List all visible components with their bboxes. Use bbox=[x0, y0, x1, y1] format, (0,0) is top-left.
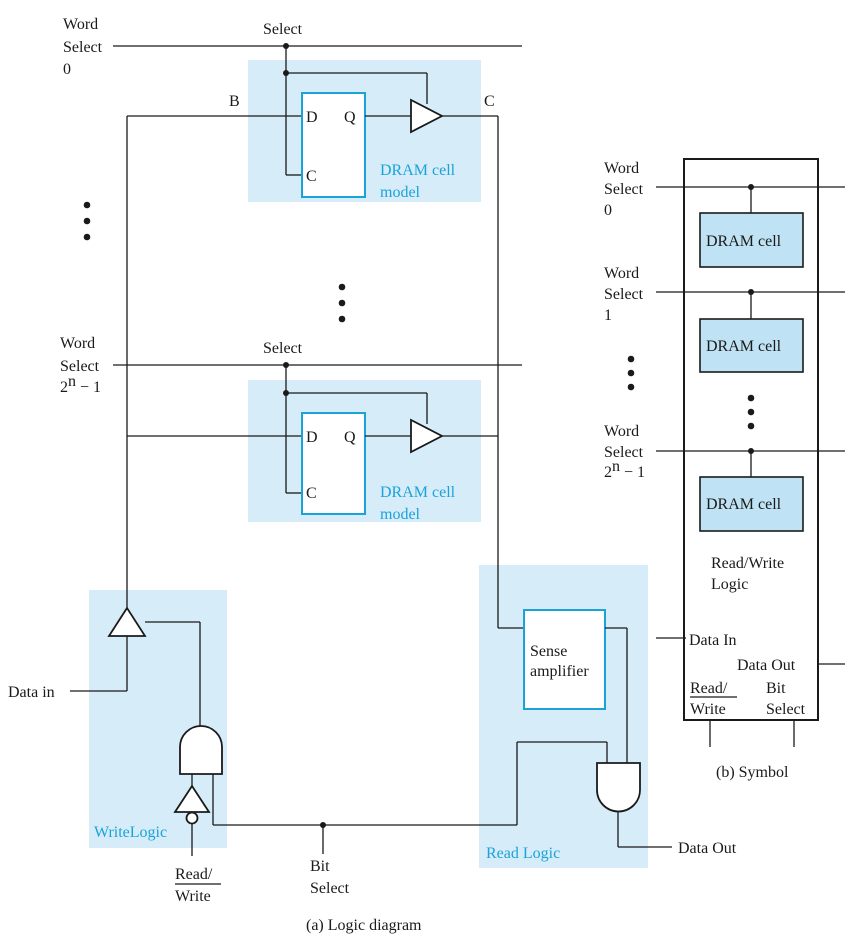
ff-d-label-top: D bbox=[306, 109, 318, 126]
inverter-bubble bbox=[185, 811, 199, 825]
symbol-rw-logic-2: Logic bbox=[711, 576, 748, 593]
ff-c-label-bottom: C bbox=[306, 485, 317, 502]
ff-d-label-bottom: D bbox=[306, 429, 318, 446]
bit-select-label-2: Select bbox=[310, 880, 350, 897]
symbol-word-line-1 bbox=[656, 289, 845, 319]
word-select-last-select: Select bbox=[60, 358, 100, 375]
symbol-index-1: 1 bbox=[604, 307, 612, 324]
bit-line-read bbox=[442, 115, 524, 629]
word-select-0-word: Word bbox=[63, 16, 98, 33]
ellipsis-left bbox=[83, 201, 91, 241]
node-c-label: C bbox=[484, 93, 495, 110]
ff-c-label-top: C bbox=[306, 168, 317, 185]
symbol-dram-cell-last bbox=[699, 476, 804, 532]
word-select-last-word: Word bbox=[60, 335, 95, 352]
dram-cell-flip-flop-bottom bbox=[301, 412, 366, 515]
dram-cell-flip-flop-top bbox=[301, 92, 366, 198]
word-select-line-last bbox=[113, 362, 522, 494]
tri-state-buffer-top bbox=[410, 98, 444, 134]
sense-amplifier bbox=[523, 609, 606, 710]
symbol-word-0: Word bbox=[604, 160, 639, 177]
symbol-index-last: 2n − 1 bbox=[604, 458, 645, 481]
data-out-label: Data Out bbox=[678, 840, 737, 857]
tri-state-buffer-bottom bbox=[410, 418, 444, 454]
symbol-select-1: Select bbox=[604, 286, 644, 303]
symbol-dram-cell-1 bbox=[699, 318, 804, 373]
bit-line-write bbox=[126, 115, 302, 608]
write-and-gate bbox=[179, 725, 223, 775]
cell-model-label-top-1: DRAM cell bbox=[380, 162, 456, 179]
symbol-cell-label-0: DRAM cell bbox=[706, 233, 782, 250]
symbol-data-in-label: Data In bbox=[689, 632, 737, 649]
symbol-cell-label-last: DRAM cell bbox=[706, 496, 782, 513]
cell-model-label-bottom-1: DRAM cell bbox=[380, 484, 456, 501]
word-select-0-select: Select bbox=[63, 39, 103, 56]
bit-select-label-1: Bit bbox=[310, 858, 330, 875]
symbol-bit-label: Bit bbox=[766, 680, 786, 697]
symbol-word-last: Word bbox=[604, 423, 639, 440]
symbol-word-line-0 bbox=[656, 184, 845, 213]
symbol-read-label: Read/ bbox=[690, 680, 728, 697]
read-write-label-2: Write bbox=[175, 888, 211, 905]
read-logic-label: Read Logic bbox=[486, 845, 560, 862]
sense-amp-label-2: amplifier bbox=[530, 663, 589, 680]
read-write-label-1: Read/ bbox=[175, 866, 213, 883]
logic-diagram-caption: (a) Logic diagram bbox=[306, 917, 422, 934]
write-logic-label: WriteLogic bbox=[94, 824, 167, 841]
symbol-index-0: 0 bbox=[604, 202, 612, 219]
word-select-last-index: 2n − 1 bbox=[60, 373, 101, 396]
ff-q-label-top: Q bbox=[344, 109, 356, 126]
word-select-0-index: 0 bbox=[63, 61, 71, 78]
symbol-caption: (b) Symbol bbox=[716, 764, 789, 781]
sense-amp-label-1: Sense bbox=[530, 643, 567, 660]
symbol-ellipsis-center bbox=[747, 394, 755, 430]
symbol-rw-logic-1: Read/Write bbox=[711, 555, 784, 572]
cell-model-label-top-2: model bbox=[380, 184, 421, 201]
node-b-label: B bbox=[229, 93, 240, 110]
symbol-data-out-label: Data Out bbox=[737, 657, 796, 674]
symbol-select-last: Select bbox=[604, 444, 644, 461]
ff-q-label-bottom: Q bbox=[344, 429, 356, 446]
symbol-word-line-last bbox=[656, 448, 845, 477]
symbol-bit-select-label: Select bbox=[766, 701, 806, 718]
data-in-label: Data in bbox=[8, 684, 55, 701]
select-label-top: Select bbox=[263, 21, 303, 38]
read-and-gate bbox=[596, 762, 641, 813]
ellipsis-middle bbox=[338, 283, 346, 323]
word-select-line-0 bbox=[113, 43, 522, 176]
cell-model-label-bottom-2: model bbox=[380, 506, 421, 523]
symbol-select-0: Select bbox=[604, 181, 644, 198]
symbol-word-1: Word bbox=[604, 265, 639, 282]
symbol-write-label: Write bbox=[690, 701, 726, 718]
symbol-cell-label-1: DRAM cell bbox=[706, 338, 782, 355]
select-label-bottom: Select bbox=[263, 340, 303, 357]
symbol-dram-cell-0 bbox=[699, 212, 804, 268]
symbol-ellipsis-left bbox=[627, 355, 635, 391]
